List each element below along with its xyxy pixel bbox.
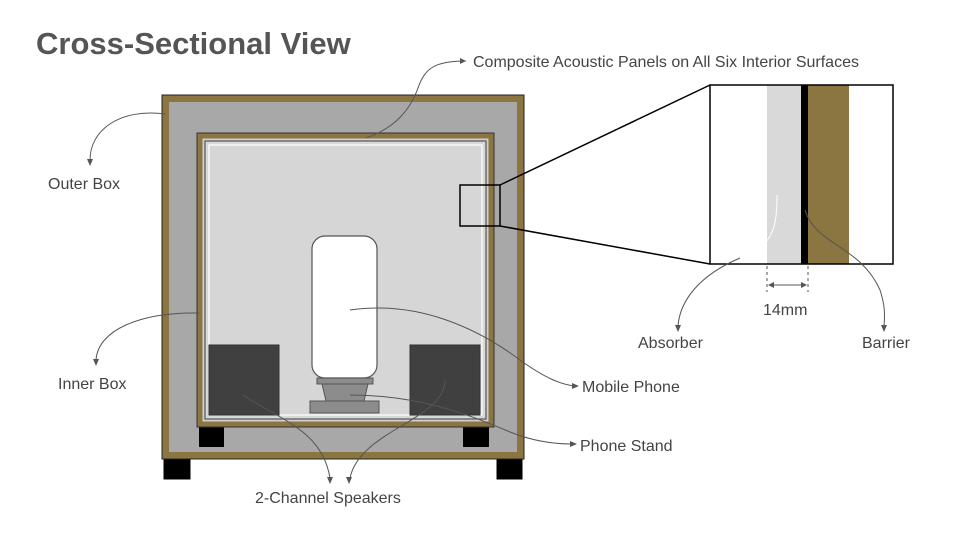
zoom-detail-frame <box>709 84 894 265</box>
outer-foot-right <box>496 456 523 480</box>
inner-box-edge <box>196 132 495 428</box>
outer-foot-left <box>163 456 191 480</box>
barrier-leader <box>804 209 885 327</box>
barrier-layer <box>801 85 808 264</box>
outer-box-edge <box>161 94 525 460</box>
inner-foot-right <box>463 425 489 447</box>
speakers-leader-left <box>242 394 331 479</box>
speakers-leader-right <box>349 379 446 479</box>
phone-stand-leader <box>349 394 573 445</box>
outer-box-leader-arrow <box>87 159 93 166</box>
zoom-line-top <box>499 84 711 186</box>
dimension-arrowhead-left <box>768 282 774 288</box>
phone-stand-leader-arrow <box>570 441 577 447</box>
inner-box-label: Inner Box <box>58 376 126 393</box>
panels-leader <box>365 60 467 139</box>
panels-label: Composite Acoustic Panels on All Six Int… <box>473 54 859 71</box>
absorber-leader-arrow <box>675 325 681 332</box>
dimension-arrowhead-right <box>801 282 807 288</box>
inner-box-leader <box>95 312 200 361</box>
inner-box-leader-arrow <box>93 359 99 366</box>
panels-leader-arrow <box>460 58 466 64</box>
barrier-label: Barrier <box>862 335 911 352</box>
mobile-phone-leader-arrow <box>572 383 579 389</box>
phone-stand-column <box>321 383 369 402</box>
absorber-leader-outside <box>677 257 741 327</box>
barrier-leader-arrow <box>881 325 887 332</box>
absorber-layer <box>767 85 801 264</box>
wood-layer <box>808 85 849 264</box>
zoom-line-bottom <box>499 225 711 265</box>
outer-box-leader <box>89 112 166 161</box>
phone-stand-clip <box>316 377 374 385</box>
zoom-source-square <box>459 184 501 227</box>
mobile-phone-leader <box>349 307 575 387</box>
absorber-leader <box>739 194 778 259</box>
speaker-left <box>208 344 280 416</box>
mobile-phone-label: Mobile Phone <box>582 379 680 396</box>
thickness-label: 14mm <box>763 302 807 319</box>
speakers-leader-right-arrow <box>346 477 352 484</box>
outer-box-label: Outer Box <box>48 176 120 193</box>
phone-stand-label: Phone Stand <box>580 438 673 455</box>
speakers-leader-left-arrow <box>327 477 333 484</box>
inner-foot-left <box>199 425 224 447</box>
page-title: Cross-Sectional View <box>36 26 352 61</box>
mobile-phone <box>311 235 378 379</box>
phone-stand-base <box>309 400 380 414</box>
speakers-label: 2-Channel Speakers <box>255 490 401 507</box>
absorber-label: Absorber <box>638 335 704 352</box>
